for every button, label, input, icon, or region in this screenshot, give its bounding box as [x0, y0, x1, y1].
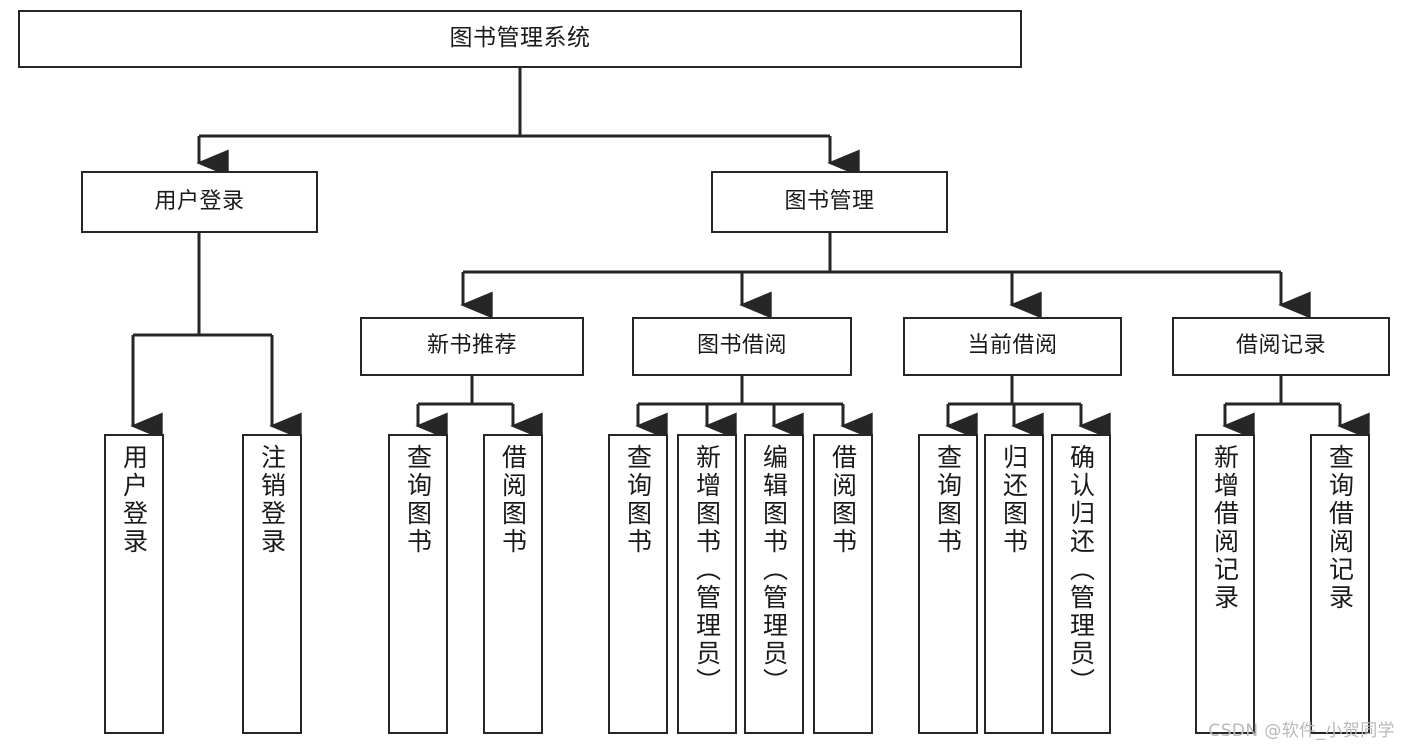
leaf-new-book-query[interactable]: 查询图书 [388, 434, 448, 734]
leaf-borrow-borrow-book[interactable]: 借阅图书 [813, 434, 873, 734]
node-label: 图书管理系统 [449, 25, 591, 52]
leaf-user-login-login[interactable]: 用户登录 [104, 434, 164, 734]
node-root-book-management-system[interactable]: 图书管理系统 [18, 10, 1022, 68]
node-label: 编辑图书（管理员） [759, 444, 789, 696]
node-label: 用户登录 [119, 444, 149, 556]
leaf-current-confirm-return-admin[interactable]: 确认归还（管理员） [1051, 434, 1111, 734]
leaf-borrow-add-book-admin[interactable]: 新增图书（管理员） [677, 434, 737, 734]
leaf-user-login-logout[interactable]: 注销登录 [242, 434, 302, 734]
node-book-management[interactable]: 图书管理 [711, 171, 948, 233]
node-label: 借阅图书 [498, 444, 528, 556]
leaf-record-query-record[interactable]: 查询借阅记录 [1310, 434, 1370, 734]
node-label: 用户登录 [154, 188, 245, 214]
leaf-record-add-record[interactable]: 新增借阅记录 [1195, 434, 1255, 734]
leaf-current-return-book[interactable]: 归还图书 [984, 434, 1044, 734]
node-label: 图书借阅 [696, 333, 787, 359]
node-label: 查询图书 [623, 444, 653, 556]
node-label: 借阅图书 [828, 444, 858, 556]
node-label: 归还图书 [999, 444, 1029, 556]
node-label: 查询图书 [403, 444, 433, 556]
node-borrow-record[interactable]: 借阅记录 [1172, 317, 1390, 376]
node-book-borrow[interactable]: 图书借阅 [632, 317, 852, 376]
leaf-borrow-query-book[interactable]: 查询图书 [608, 434, 668, 734]
node-label: 当前借阅 [967, 333, 1058, 359]
node-label: 图书管理 [784, 188, 875, 214]
leaf-new-book-borrow[interactable]: 借阅图书 [483, 434, 543, 734]
node-new-book-recommend[interactable]: 新书推荐 [360, 317, 584, 376]
node-current-borrow[interactable]: 当前借阅 [903, 317, 1122, 376]
node-label: 确认归还（管理员） [1066, 444, 1096, 696]
node-label: 新增图书（管理员） [692, 444, 722, 696]
node-label: 借阅记录 [1235, 333, 1326, 359]
node-label: 注销登录 [257, 444, 287, 556]
leaf-current-query-book[interactable]: 查询图书 [918, 434, 978, 734]
node-label: 新增借阅记录 [1210, 444, 1240, 612]
node-user-login[interactable]: 用户登录 [81, 171, 318, 233]
node-label: 查询借阅记录 [1325, 444, 1355, 612]
node-label: 新书推荐 [426, 333, 517, 359]
leaf-borrow-edit-book-admin[interactable]: 编辑图书（管理员） [744, 434, 804, 734]
node-label: 查询图书 [933, 444, 963, 556]
